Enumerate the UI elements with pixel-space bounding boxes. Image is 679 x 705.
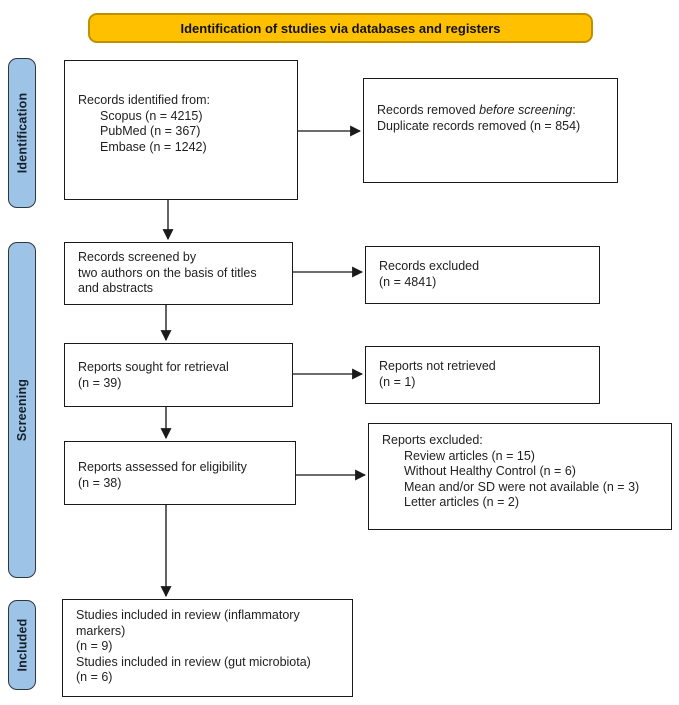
box-records-removed: Records removed before screening: Duplic… (363, 78, 618, 183)
box-records-excluded: Records excluded (n = 4841) (365, 246, 600, 304)
box-reports-assessed: Reports assessed for eligibility (n = 38… (64, 441, 296, 505)
box-text-line: Studies included in review (gut microbio… (76, 654, 311, 669)
box-text-line: Mean and/or SD were not available (n = 3… (404, 479, 640, 494)
box-text-line: Reports sought for retrieval (78, 360, 229, 374)
stage-label-screening: Screening (15, 378, 29, 442)
stage-label-included: Included (15, 618, 29, 672)
box-text-line: markers) (76, 623, 126, 638)
box-text-line: Records identified from: (78, 93, 211, 107)
box-text-line: and abstracts (78, 281, 154, 295)
box-text-line: two authors on the basis of titles (78, 265, 257, 280)
stage-bar-screening: Screening (8, 242, 36, 578)
box-text-line: Duplicate records removed (n = 854) (377, 118, 581, 133)
box-text-line: Reports not retrieved (379, 359, 496, 373)
box-text-line: Records removed before screening: (377, 103, 576, 117)
stage-label-identification: Identification (15, 92, 30, 174)
stage-bar-identification: Identification (8, 58, 36, 208)
box-text-line: Records excluded (379, 259, 480, 273)
box-text-line: (n = 4841) (379, 274, 437, 289)
box-reports-sought: Reports sought for retrieval (n = 39) (64, 343, 293, 407)
box-text-line: (n = 1) (379, 374, 416, 389)
box-text-line: (n = 6) (76, 670, 113, 684)
box-text-line: (n = 39) (78, 375, 122, 390)
stage-bar-included: Included (8, 600, 36, 690)
box-text-line: Without Healthy Control (n = 6) (404, 464, 576, 478)
box-text-line: PubMed (n = 367) (100, 124, 201, 138)
box-text-line: Embase (n = 1242) (100, 139, 207, 154)
box-text-line: Scopus (n = 4215) (100, 108, 203, 123)
box-text-line: Studies included in review (inflammatory (76, 608, 300, 622)
box-text-line: Reports assessed for eligibility (78, 460, 247, 474)
box-records-screened: Records screened by two authors on the b… (64, 242, 293, 305)
banner-label: Identification of studies via databases … (180, 20, 501, 36)
box-studies-included: Studies included in review (inflammatory… (62, 599, 353, 697)
emphasis-text: before screening (479, 103, 573, 117)
box-text-line: Reports excluded: (382, 433, 483, 447)
banner-title: Identification of studies via databases … (88, 13, 593, 43)
box-text-line: Letter articles (n = 2) (404, 495, 519, 509)
box-text-line: (n = 9) (76, 639, 113, 653)
box-text-line: Review articles (n = 15) (404, 448, 535, 463)
box-reports-not-retrieved: Reports not retrieved (n = 1) (365, 346, 600, 404)
box-reports-excluded: Reports excluded: Review articles (n = 1… (368, 423, 672, 530)
box-records-identified: Records identified from: Scopus (n = 421… (64, 60, 298, 200)
box-text-line: Records screened by (78, 250, 197, 264)
box-text-line: (n = 38) (78, 475, 122, 490)
